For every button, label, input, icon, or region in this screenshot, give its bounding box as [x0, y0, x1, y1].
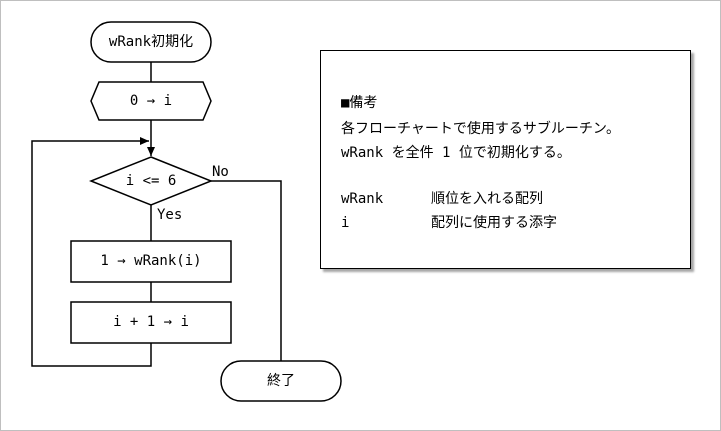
no-label: No	[212, 164, 229, 180]
process-2-box	[70, 301, 232, 344]
init-label: 0 → i	[129, 93, 173, 109]
remarks-line-2: wRank を全件 1 位で初期化する。	[341, 145, 571, 161]
no-branch-line	[211, 180, 282, 361]
remarks-box: ■備考 各フローチャートで使用するサブルーチン。 wRank を全件 1 位で初…	[320, 50, 691, 269]
definition-row: wRank 順位を入れる配列	[341, 190, 543, 208]
definition-desc: 配列に使用する添字	[431, 215, 557, 231]
init-loop-shape	[90, 81, 212, 121]
remarks-line-1: 各フローチャートで使用するサブルーチン。	[341, 121, 621, 137]
condition-label: i <= 6	[125, 173, 177, 189]
process-2-label: i + 1 → i	[113, 314, 189, 330]
loop-back-line	[31, 137, 152, 367]
yes-label: Yes	[157, 207, 183, 223]
process-1-label: 1 → wRank(i)	[100, 253, 202, 269]
process-1-box	[70, 240, 232, 283]
definition-desc: 順位を入れる配列	[431, 191, 543, 207]
remarks-heading: ■備考	[341, 95, 378, 111]
definition-name: wRank	[341, 191, 384, 207]
definition-name: i	[341, 215, 350, 231]
end-terminal	[220, 360, 342, 402]
start-label: wRank初期化	[108, 34, 194, 50]
end-label: 終了	[267, 373, 295, 389]
definition-row: i 配列に使用する添字	[341, 214, 557, 232]
